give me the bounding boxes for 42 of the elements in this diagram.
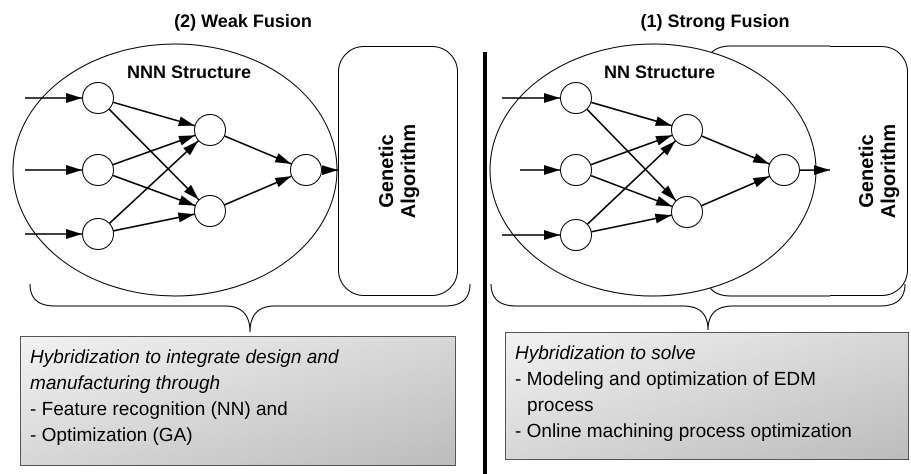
arrow — [502, 230, 560, 240]
arrow — [224, 176, 292, 206]
arrow — [586, 108, 676, 202]
arrow — [25, 165, 82, 175]
arrow — [592, 214, 672, 233]
structure-label: NNN Structure — [127, 61, 252, 84]
note-text: - Optimization (GA) — [30, 424, 194, 448]
note-box — [20, 336, 456, 466]
panel-heading: (2) Weak Fusion — [173, 10, 313, 33]
arrow — [502, 93, 560, 103]
arrow — [520, 165, 560, 175]
arrow — [113, 102, 195, 126]
note-box — [505, 332, 909, 460]
arrow — [112, 134, 196, 166]
arrow — [800, 165, 830, 176]
arrow — [25, 93, 82, 103]
arrow — [701, 176, 770, 206]
note-text: Hybridization to integrate design and manufacturing through — [30, 346, 340, 396]
arrow — [590, 134, 672, 166]
algorithm-label: Genetic Algorithm — [856, 122, 900, 220]
note-text: Hybridization to solve — [515, 342, 697, 366]
arrow — [109, 140, 199, 224]
note-text: - Feature recognition (NN) and — [30, 398, 289, 422]
note-text: - Modeling and optimization of EDM process — [515, 368, 817, 418]
arrow — [591, 102, 672, 126]
arrow — [590, 174, 672, 208]
arrow — [587, 140, 676, 225]
arrow — [322, 165, 338, 176]
arrow — [112, 174, 196, 206]
algorithm-box — [338, 46, 458, 296]
arrow — [114, 212, 194, 232]
panel-heading: (1) Strong Fusion — [640, 10, 790, 33]
algorithm-box — [830, 46, 908, 296]
arrow — [25, 229, 82, 239]
note-text: - Online machining process optimization — [515, 420, 853, 444]
arrow — [224, 135, 292, 165]
structure-label: NN Structure — [604, 61, 716, 84]
network-ellipse — [12, 43, 338, 297]
arrow — [701, 135, 770, 165]
algorithm-label: Genetic Algorithm — [376, 122, 420, 220]
arrow — [108, 108, 200, 200]
network-ellipse — [489, 43, 817, 297]
